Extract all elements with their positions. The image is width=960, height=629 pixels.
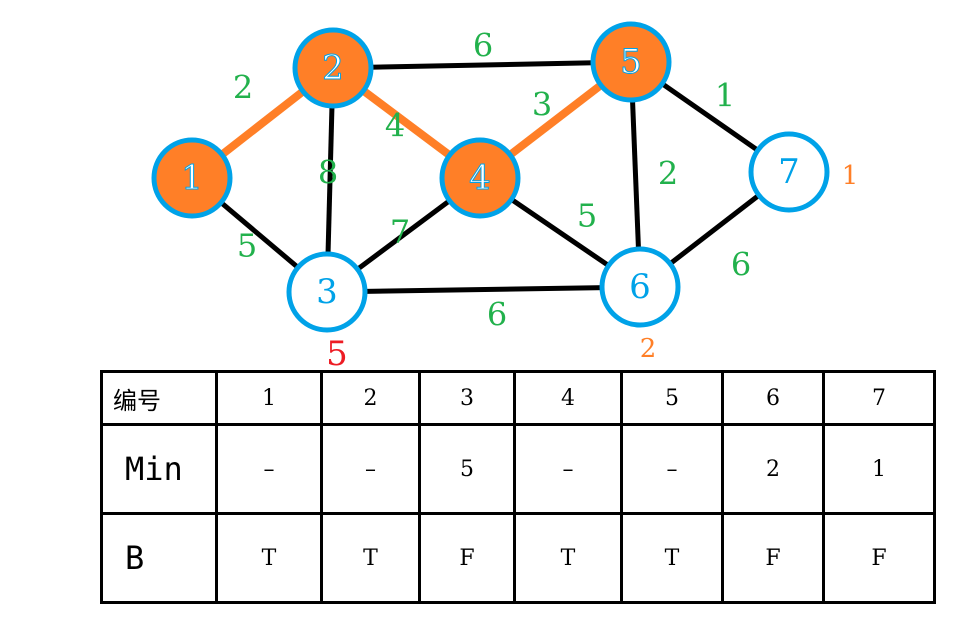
graph-node: 6 bbox=[599, 246, 681, 328]
min-cell: 2 bbox=[721, 423, 825, 515]
node-min-annotation: 5 bbox=[326, 334, 348, 370]
node-label: 1 bbox=[181, 158, 203, 198]
row-header-min: Min bbox=[100, 423, 218, 515]
graph-node: 2 bbox=[292, 27, 374, 109]
b-cell: F bbox=[822, 512, 936, 604]
id-cell: 6 bbox=[721, 370, 825, 426]
b-cell: T bbox=[215, 512, 323, 604]
id-cell: 4 bbox=[513, 370, 623, 426]
id-cell: 5 bbox=[620, 370, 724, 426]
graph-node: 7 bbox=[748, 131, 830, 213]
edge-weight-label: 6 bbox=[473, 27, 493, 65]
edge-weight-label: 2 bbox=[233, 69, 253, 107]
edge bbox=[326, 284, 641, 295]
node-min-annotation: 1 bbox=[842, 161, 859, 191]
id-cell: 1 bbox=[215, 370, 323, 426]
row-header-id: 编号 bbox=[100, 370, 218, 426]
id-cell: 2 bbox=[320, 370, 421, 426]
graph-node: 4 bbox=[439, 137, 521, 219]
edge-weight-label: 2 bbox=[658, 155, 678, 193]
table-row-ids: 编号 1 2 3 4 5 6 7 bbox=[100, 370, 936, 426]
min-cell: 5 bbox=[418, 423, 516, 515]
node-label: 7 bbox=[778, 152, 800, 192]
edge-weight-label: 3 bbox=[532, 86, 552, 124]
b-cell: T bbox=[320, 512, 421, 604]
row-header-b: B bbox=[100, 512, 218, 604]
table-row-b: B T T F T T F F bbox=[100, 512, 936, 604]
visited-node-circle bbox=[590, 21, 672, 103]
edge-weight-label: 5 bbox=[237, 227, 257, 265]
min-cell: – bbox=[215, 423, 323, 515]
edge-weight-label: 8 bbox=[318, 154, 338, 192]
min-cell: – bbox=[513, 423, 623, 515]
edge-weight-label: 5 bbox=[577, 197, 597, 235]
edge-weight-label: 1 bbox=[715, 77, 735, 115]
b-cell: T bbox=[620, 512, 724, 604]
min-cell: 1 bbox=[822, 423, 936, 515]
visited-node-circle bbox=[292, 27, 374, 109]
node-label: 4 bbox=[469, 158, 491, 198]
b-cell: T bbox=[513, 512, 623, 604]
min-cell: – bbox=[620, 423, 724, 515]
unvisited-node-circle bbox=[748, 131, 830, 213]
visited-node-circle bbox=[151, 137, 233, 219]
min-cell: – bbox=[320, 423, 421, 515]
node-label: 3 bbox=[316, 272, 338, 312]
edge bbox=[332, 59, 632, 71]
node-label: 6 bbox=[629, 267, 651, 307]
node-label: 2 bbox=[322, 48, 344, 88]
edge-weight-label: 6 bbox=[487, 296, 507, 334]
visited-node-circle bbox=[439, 137, 521, 219]
id-cell: 7 bbox=[822, 370, 936, 426]
graph-node: 5 bbox=[590, 21, 672, 103]
graph-node: 1 bbox=[151, 137, 233, 219]
id-cell: 3 bbox=[418, 370, 516, 426]
b-cell: F bbox=[721, 512, 825, 604]
edge-weight-label: 7 bbox=[390, 213, 410, 251]
node-label: 5 bbox=[620, 42, 642, 82]
edge-weight-label: 4 bbox=[385, 107, 405, 145]
graph-node: 3 bbox=[286, 251, 368, 333]
b-cell: F bbox=[418, 512, 516, 604]
node-min-annotation: 2 bbox=[640, 334, 657, 364]
table-row-min: Min – – 5 – – 2 1 bbox=[100, 423, 936, 515]
prim-state-table: 编号 1 2 3 4 5 6 7 Min – – 5 – – 2 1 B T T… bbox=[100, 370, 936, 604]
unvisited-node-circle bbox=[286, 251, 368, 333]
unvisited-node-circle bbox=[599, 246, 681, 328]
edge-weight-label: 6 bbox=[731, 246, 751, 284]
